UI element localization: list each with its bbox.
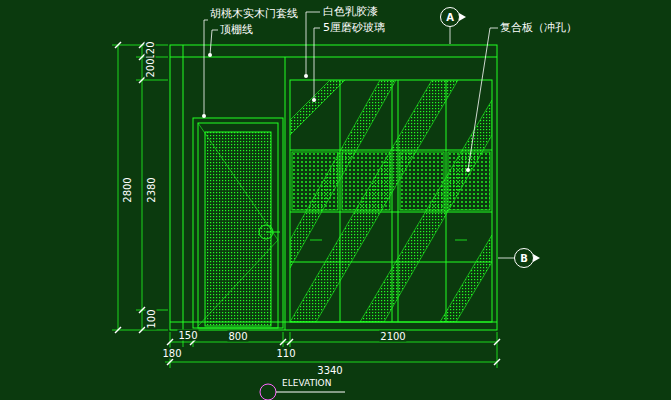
annotation-text: 胡桃木实木门套线 <box>210 8 298 20</box>
dimension-value: 2100 <box>379 331 406 342</box>
section-letter: A <box>446 12 454 23</box>
dimension-value: 800 <box>227 331 248 342</box>
annotation-text: 白色乳胶漆 <box>323 6 378 18</box>
annotation-text: 复合板（冲孔） <box>500 22 577 34</box>
annotation-text: 5厘磨砂玻璃 <box>323 22 385 34</box>
dimension-value: 150 <box>177 330 198 341</box>
dimension-value: 3340 <box>316 365 343 376</box>
section-letter: B <box>520 253 528 264</box>
annotation-text: 顶棚线 <box>220 24 253 36</box>
dimension-value: 100 <box>146 308 157 329</box>
dimension-value: 2800 <box>122 176 133 203</box>
section-marker: A <box>440 7 460 27</box>
dimension-value: 110 <box>275 348 296 359</box>
dimension-value: 180 <box>161 348 182 359</box>
annotation-text: ELEVATION <box>282 379 331 389</box>
dimension-value: 200 <box>145 57 156 78</box>
dimension-value: 2380 <box>146 176 157 203</box>
section-marker: B <box>514 248 534 268</box>
